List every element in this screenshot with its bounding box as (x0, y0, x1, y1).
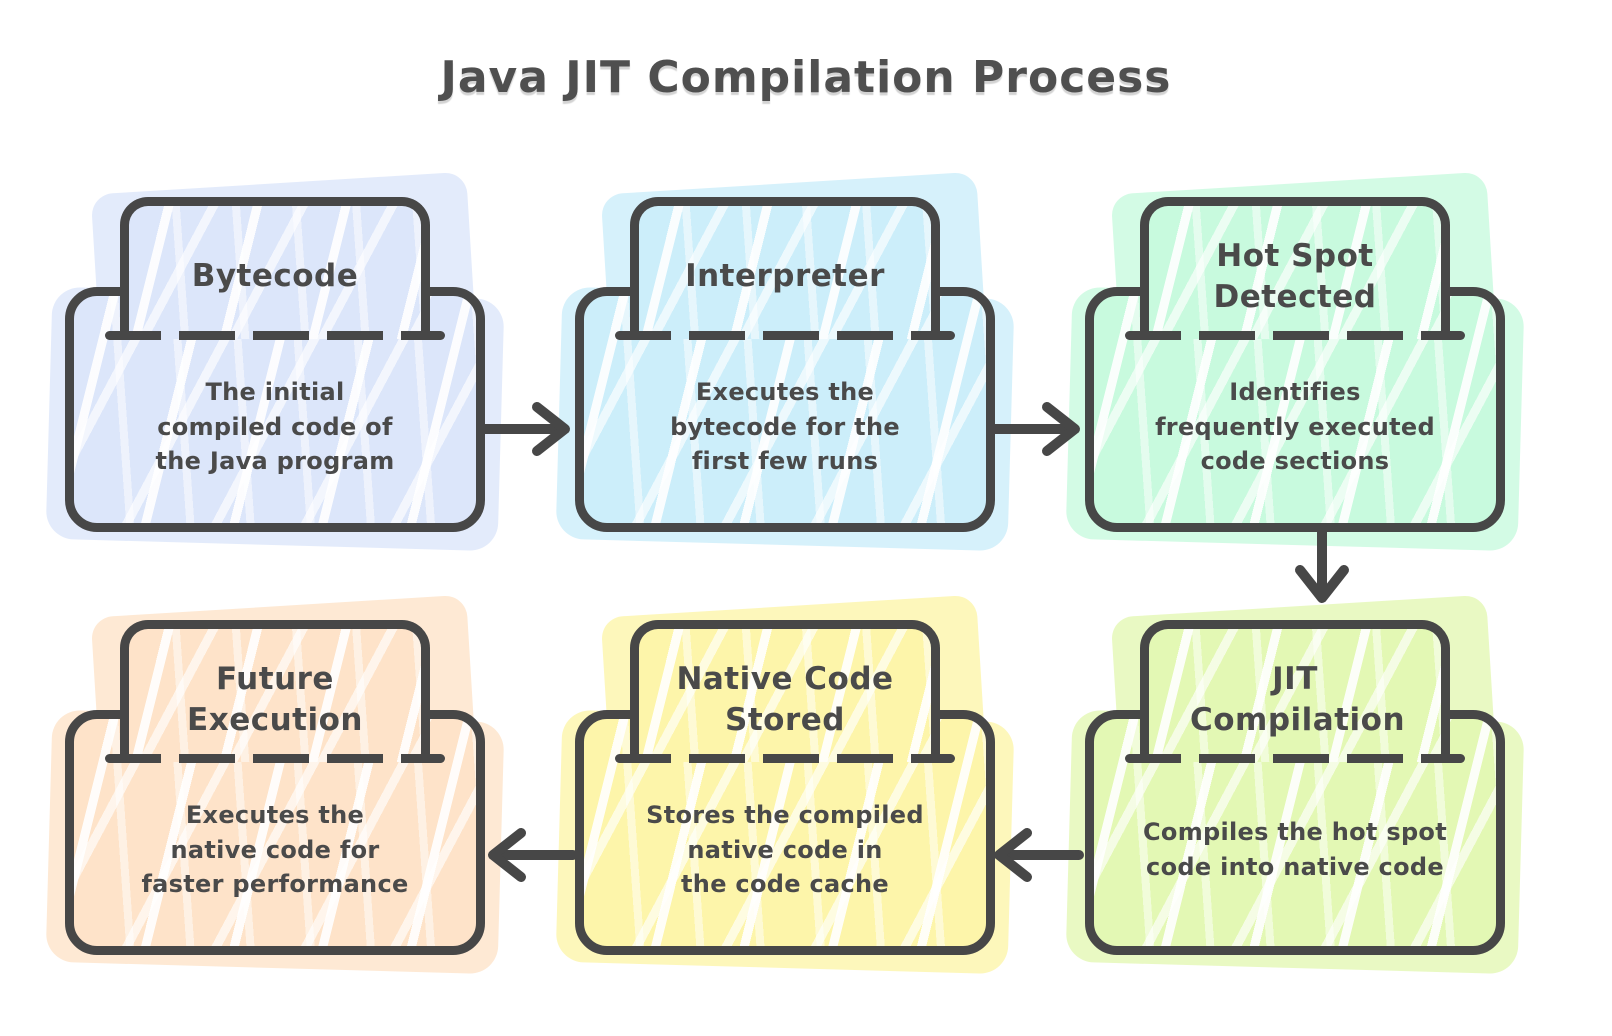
node-title: Interpreter (685, 258, 885, 295)
node-description: The initial compiled code of the Java pr… (155, 377, 395, 476)
diagram-title: Java JIT Compilation Process (440, 52, 1172, 103)
node-title: Future Execution (187, 660, 363, 738)
arrow-jit-to-native-icon (994, 828, 1084, 882)
node-title: Native Code Stored (676, 660, 894, 738)
node-tab: Hot Spot Detected (1140, 197, 1450, 339)
tab-divider (105, 331, 445, 340)
tab-divider (1125, 754, 1465, 763)
node-description: Identifies frequently executed code sect… (1155, 377, 1435, 476)
node-description: Compiles the hot spot code into native c… (1143, 818, 1447, 881)
node-interpreter: Interpreter Executes the bytecode for th… (575, 197, 995, 537)
tab-divider (1125, 331, 1465, 340)
arrow-bytecode-to-interpreter-icon (480, 402, 570, 456)
arrow-native-to-future-icon (488, 828, 578, 882)
node-tab: Native Code Stored (630, 620, 940, 762)
tab-divider (615, 754, 955, 763)
node-description: Executes the bytecode for the first few … (670, 377, 900, 476)
node-description: Executes the native code for faster perf… (141, 800, 409, 899)
arrow-interpreter-to-hotspot-icon (990, 402, 1080, 456)
node-tab: JIT Compilation (1140, 620, 1450, 762)
node-native-code-stored: Native Code Stored Stores the compiled n… (575, 620, 995, 960)
node-bytecode: Bytecode The initial compiled code of th… (65, 197, 485, 537)
node-description: Stores the compiled native code in the c… (646, 800, 924, 899)
node-title: JIT Compilation (1190, 660, 1406, 738)
node-jit-compilation: JIT Compilation Compiles the hot spot co… (1085, 620, 1505, 960)
arrow-hotspot-to-jit-icon (1295, 527, 1349, 603)
tab-divider (615, 331, 955, 340)
node-tab: Bytecode (120, 197, 430, 339)
node-title: Bytecode (191, 258, 359, 295)
node-future-execution: Future Execution Executes the native cod… (65, 620, 485, 960)
node-tab: Future Execution (120, 620, 430, 762)
node-title: Hot Spot Detected (1213, 237, 1377, 315)
tab-divider (105, 754, 445, 763)
node-hot-spot-detected: Hot Spot Detected Identifies frequently … (1085, 197, 1505, 537)
node-tab: Interpreter (630, 197, 940, 339)
